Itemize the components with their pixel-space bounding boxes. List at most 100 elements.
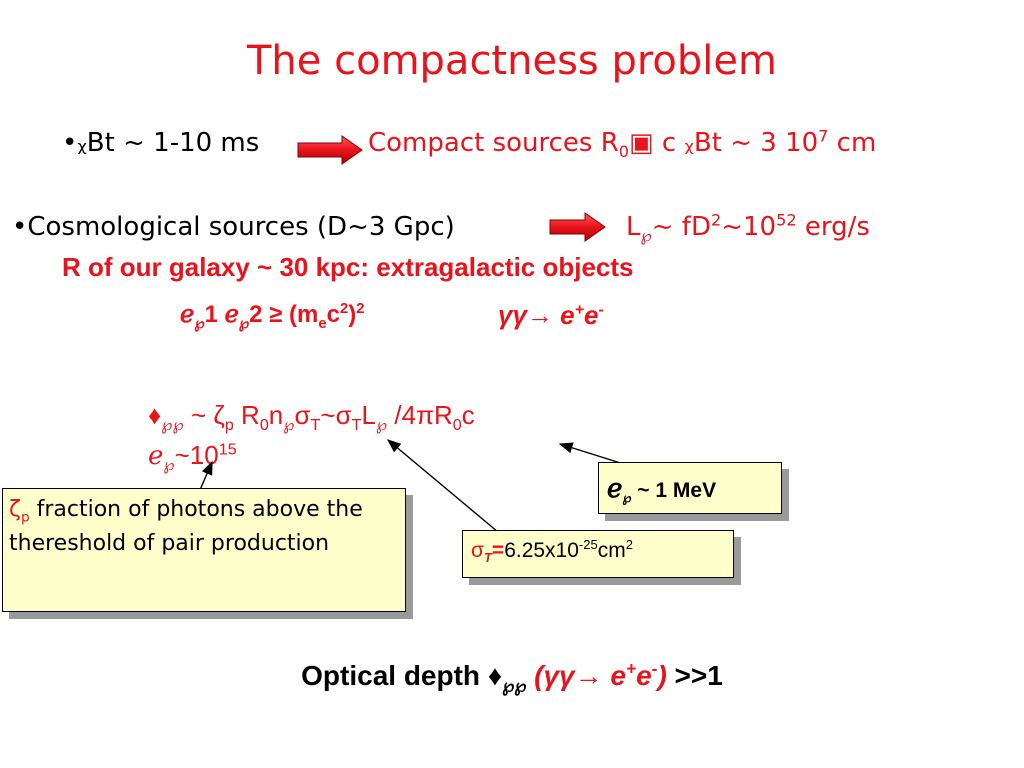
boxB-sigma: σ bbox=[471, 539, 484, 562]
bullet-dot-2: • bbox=[12, 212, 28, 242]
eq2-zeta: ζ bbox=[213, 400, 225, 430]
eq1-sup-close: 2 bbox=[356, 301, 365, 317]
galaxy-text: R of our galaxy ~ 30 kpc: extragalactic … bbox=[62, 252, 634, 282]
boxC-e: ℯ bbox=[607, 473, 623, 503]
boxC-sub: ℘ bbox=[622, 490, 632, 506]
optical-depth-conclusion: Optical depth ♦℘℘ (γγ→ e+e-) >>1 bbox=[0, 658, 1024, 694]
bottom-paren: (γγ→ e+e-) bbox=[526, 658, 667, 691]
eq2-tilde: ~ bbox=[183, 400, 214, 430]
bottom-sub: ℘℘ bbox=[502, 675, 527, 696]
block-arrow-1 bbox=[297, 135, 363, 165]
bullet-timescale: •ᵪBt ~ 1-10 ms bbox=[62, 128, 259, 158]
eq1-s2: ℘ bbox=[238, 315, 250, 332]
bottom-text: Optical depth bbox=[301, 660, 488, 691]
eq2-R-sub: 0 bbox=[259, 416, 269, 435]
lum-sub: ℘ bbox=[640, 226, 652, 246]
bottom-paren-text: (γγ→ e bbox=[526, 660, 626, 691]
eq1-ee2: e bbox=[584, 300, 599, 330]
eq1-ee: e bbox=[560, 300, 575, 330]
compact-delta: ᵪB bbox=[684, 128, 712, 158]
bullet-cosmological: •Cosmological sources (D~3 Gpc) bbox=[12, 212, 455, 242]
eq2-sigma: σ bbox=[294, 400, 311, 430]
lum-sup2: 2 bbox=[710, 210, 722, 230]
lum-exp: 52 bbox=[776, 210, 797, 230]
compact-mid: c bbox=[653, 128, 685, 158]
eq1-gg: γγ→ bbox=[498, 300, 561, 330]
bottom-e2: e bbox=[636, 660, 652, 691]
pointer-sigma bbox=[386, 439, 499, 533]
eq1-c: c bbox=[326, 301, 341, 328]
callout-zeta-definition: ζp fraction of photons above the theresh… bbox=[2, 488, 406, 612]
eq1-sup2: 2 bbox=[340, 301, 349, 317]
eq3-exp: 15 bbox=[218, 440, 237, 459]
eq1-e1: ℯ bbox=[180, 301, 195, 328]
eq2-sigma2-sub: T bbox=[351, 416, 362, 435]
compact-prefix: Compact sources R bbox=[368, 128, 619, 158]
eq3-e: ℯ bbox=[148, 440, 164, 470]
callout-photon-energy: ℯ℘ ~ 1 MeV bbox=[598, 462, 782, 514]
lum-text: ~ fD bbox=[651, 212, 711, 242]
boxC-text: ~ 1 MeV bbox=[631, 479, 717, 502]
boxA-text: fraction of photons above the thereshold… bbox=[9, 497, 363, 556]
boxB-text: 6.25x10 bbox=[504, 539, 579, 562]
luminosity-text: L℘~ fD2~1052 erg/s bbox=[626, 210, 870, 246]
boxB-exp: -25 bbox=[578, 537, 598, 552]
eq1-plus: + bbox=[574, 300, 585, 319]
eq2-sigma2: σ bbox=[335, 400, 352, 430]
eq1-e2: ℯ bbox=[224, 301, 239, 328]
cosmological-text: Cosmological sources (D~3 Gpc) bbox=[27, 212, 455, 242]
lum-unit: erg/s bbox=[796, 212, 870, 242]
callout-thomson-cross-section: σT=6.25x10-25cm2 bbox=[462, 530, 734, 578]
boxB-unit: cm bbox=[597, 539, 626, 562]
eq2-L: L bbox=[361, 400, 376, 430]
eq1-minus: - bbox=[598, 300, 604, 319]
eq2-sigma-sub: T bbox=[310, 416, 321, 435]
eq2-zeta-sub: p bbox=[224, 416, 234, 435]
boxB-sub: T bbox=[483, 550, 492, 566]
boxA-zeta: ζ bbox=[9, 497, 21, 522]
eq1-n2: 2 bbox=[249, 301, 263, 328]
optical-depth-eq: ♦℘℘ ~ ζp R0n℘σT~σTL℘ /4πR0c bbox=[148, 400, 475, 435]
boxB-eq: = bbox=[491, 539, 505, 562]
eq2-div-sub: 0 bbox=[452, 416, 462, 435]
eq2-tau: ♦ bbox=[148, 400, 162, 430]
eq1-ge: ≥ (m bbox=[269, 301, 319, 328]
bottom-close: ) bbox=[657, 660, 667, 691]
boxB-unit-exp: 2 bbox=[625, 537, 633, 552]
eq1-sub-e: e bbox=[318, 315, 327, 332]
eq2-L-sub: ℘ bbox=[375, 416, 388, 435]
page-title: The compactness problem bbox=[247, 38, 777, 84]
compact-sources-text: Compact sources R0▣ c ᵪBt ~ 3 107 cm bbox=[368, 126, 877, 162]
eq1-s1: ℘ bbox=[194, 315, 205, 332]
delta-glyph: ᵪB bbox=[77, 128, 105, 158]
eq2-mid: ~ bbox=[320, 400, 336, 430]
compact-symbol: ▣ bbox=[629, 128, 654, 158]
eq2-n-sub: ℘ bbox=[283, 416, 295, 435]
lum-mid: ~10 bbox=[721, 212, 777, 242]
eq2-n: n bbox=[268, 400, 284, 430]
timescale-text: t ~ 1-10 ms bbox=[104, 128, 260, 158]
compact-unit: cm bbox=[828, 128, 877, 158]
bottom-plus: + bbox=[625, 658, 637, 679]
boxA-zeta-sub: p bbox=[20, 509, 30, 526]
bottom-tau: ♦ bbox=[487, 660, 503, 691]
eq2-R: R bbox=[233, 400, 260, 430]
eq1-n1: 1 bbox=[204, 301, 225, 328]
bottom-minus: - bbox=[651, 658, 658, 679]
bottom-tail: >>1 bbox=[666, 660, 723, 691]
eq1-close: ) bbox=[348, 301, 357, 328]
block-arrow-2 bbox=[549, 212, 606, 242]
eq2-div: /4πR bbox=[387, 400, 453, 430]
pointer-zeta bbox=[199, 460, 213, 491]
pair-production-eq: γγ→ e+e- bbox=[498, 300, 604, 331]
compact-t: t ~ 3 10 bbox=[711, 128, 819, 158]
compact-sub: 0 bbox=[618, 142, 630, 162]
eq2-sub-gg: ℘℘ bbox=[161, 416, 184, 435]
eq2-c: c bbox=[461, 400, 475, 430]
bullet-dot: • bbox=[62, 128, 78, 158]
pair-threshold-eq: ℯ℘1 ℯ℘2 ≥ (mec2)2 bbox=[180, 300, 365, 332]
compact-exp: 7 bbox=[818, 126, 829, 146]
lum-L: L bbox=[626, 212, 641, 242]
eq3-e-sub: ℘ bbox=[163, 456, 175, 475]
